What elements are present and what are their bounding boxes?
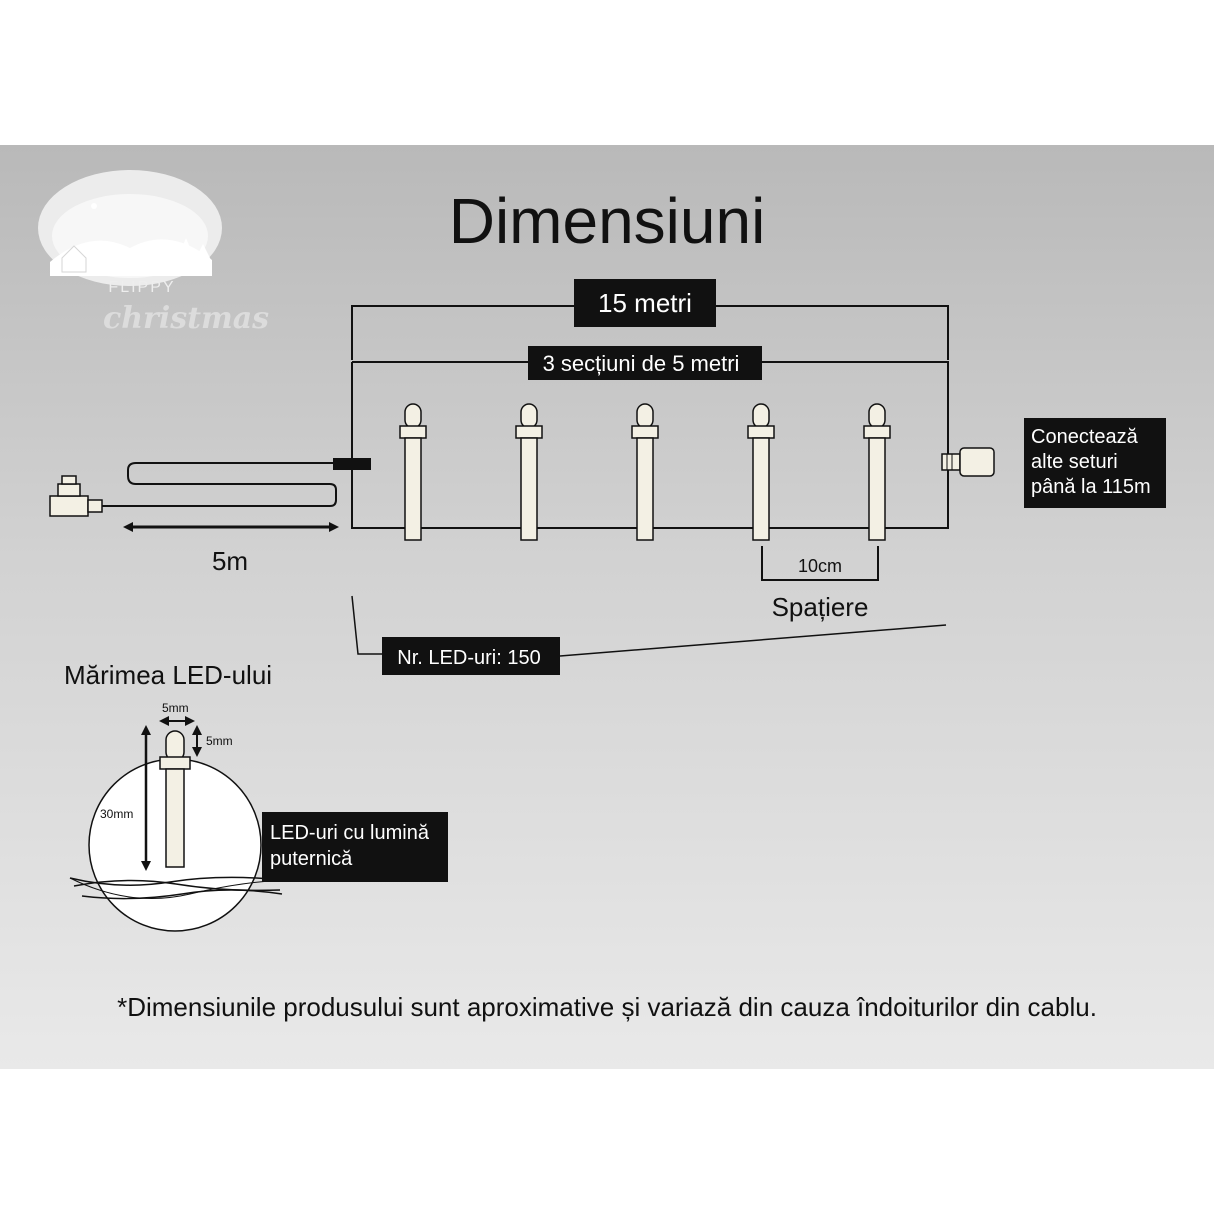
- led-size-title: Mărimea LED-ului: [64, 660, 272, 690]
- connect-box: [1024, 418, 1166, 508]
- power-plug: [49, 475, 118, 517]
- sections-box: [528, 346, 762, 380]
- led-bulb: [631, 403, 659, 541]
- bright-led-line-2: puternică: [270, 848, 353, 870]
- total-length-box: [574, 279, 716, 327]
- bright-led-line-1: LED-uri cu lumină: [270, 822, 430, 844]
- spacing-value: 10cm: [798, 556, 842, 576]
- led-bulb: [515, 403, 543, 541]
- led-count-box: [382, 637, 560, 675]
- end-connector: [941, 447, 995, 477]
- twisted-cable: [69, 876, 285, 900]
- led-count-line-right: [559, 624, 947, 657]
- led-count-line-left: [351, 595, 382, 655]
- total-length-label: 15 metri: [598, 288, 692, 318]
- led-detail-bulb: [159, 730, 191, 868]
- connect-line-1: Conectează: [1031, 426, 1139, 448]
- page-title: Dimensiuni: [449, 185, 766, 257]
- flippy-christmas-logo: FLIPPY christmas: [38, 170, 269, 336]
- brand-script: christmas: [103, 301, 269, 336]
- lead-cable: [118, 462, 337, 507]
- lead-length-label: 5m: [212, 546, 248, 576]
- led-bulb: [399, 403, 427, 541]
- sections-label: 3 secțiuni de 5 metri: [543, 351, 740, 376]
- connect-line-3: până la 115m: [1031, 476, 1151, 498]
- led-count-label: Nr. LED-uri: 150: [397, 647, 540, 669]
- cable-connector: [333, 458, 371, 470]
- led-bulb: [747, 403, 775, 541]
- brand-name: FLIPPY: [108, 279, 175, 296]
- connect-line-2: alte seturi: [1031, 451, 1118, 473]
- led-width-label: 5mm: [162, 701, 189, 715]
- spacing-bracket: [761, 546, 879, 581]
- led-height-label: 30mm: [100, 807, 133, 821]
- spacing-label: Spațiere: [772, 592, 869, 622]
- bright-led-box: [262, 812, 448, 882]
- led-head-label: 5mm: [206, 734, 233, 748]
- footnote: *Dimensiunile produsului sunt aproximati…: [117, 992, 1097, 1022]
- led-bulb: [863, 403, 891, 541]
